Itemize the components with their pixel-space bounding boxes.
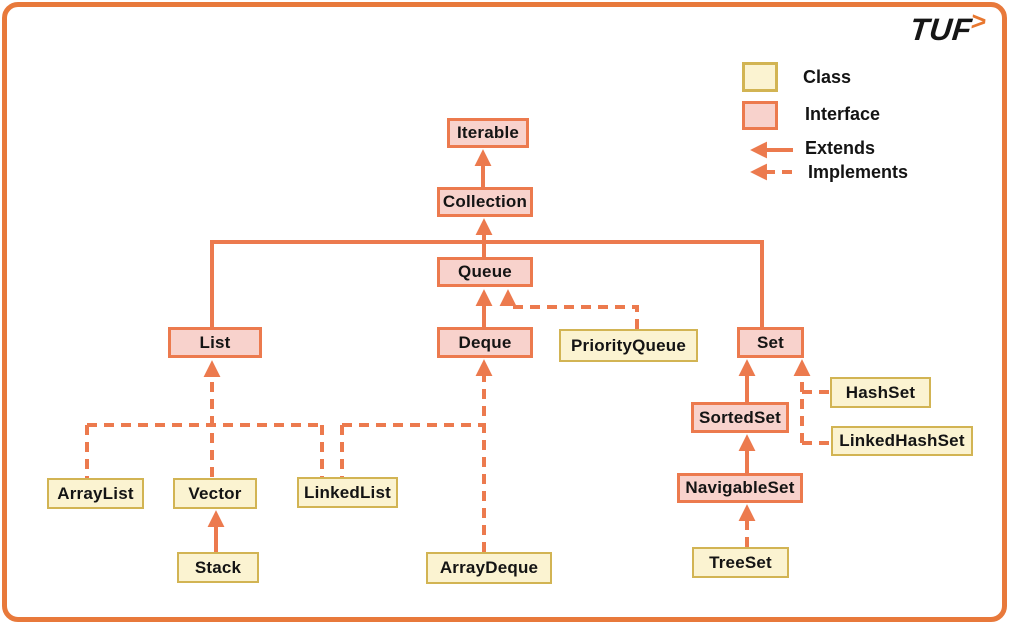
legend-interface-swatch	[742, 101, 778, 130]
node-deque-label: Deque	[458, 332, 512, 352]
node-linkedhashset-label: LinkedHashSet	[839, 431, 965, 450]
node-hashset-label: HashSet	[845, 382, 916, 402]
node-list-label: List	[199, 332, 231, 352]
node-linkedhashset: LinkedHashSet	[831, 426, 973, 456]
node-priorityqueue: PriorityQueue	[559, 329, 698, 362]
node-queue: Queue	[437, 257, 533, 287]
node-navigableset-label: NavigableSet	[685, 478, 795, 497]
node-vector-label: Vector	[188, 483, 242, 503]
node-iterable: Iterable	[447, 118, 529, 148]
node-treeset: TreeSet	[692, 547, 789, 578]
node-linkedlist: LinkedList	[297, 477, 398, 508]
node-stack: Stack	[177, 552, 259, 583]
legend-implements-label: Implements	[808, 162, 909, 182]
node-set-label: Set	[756, 332, 785, 352]
legend-class-swatch	[742, 62, 778, 92]
legend-interface-label: Interface	[805, 104, 881, 124]
node-set: Set	[737, 327, 804, 358]
node-sortedset-label: SortedSet	[698, 407, 782, 427]
node-priorityqueue-label: PriorityQueue	[570, 335, 687, 355]
node-treeset-label: TreeSet	[709, 552, 772, 572]
node-collection-label: Collection	[442, 192, 528, 211]
node-queue-label: Queue	[458, 262, 512, 281]
legend-class-label: Class	[803, 67, 852, 87]
node-list: List	[168, 327, 262, 358]
node-arraylist-label: ArrayList	[57, 483, 134, 503]
node-iterable-label: Iterable	[456, 123, 520, 142]
node-arraydeque-label: ArrayDeque	[439, 558, 539, 577]
node-arraydeque: ArrayDeque	[426, 552, 552, 584]
node-stack-label: Stack	[194, 557, 242, 577]
legend-extends-label: Extends	[805, 138, 876, 158]
node-sortedset: SortedSet	[691, 402, 789, 433]
node-arraylist: ArrayList	[47, 478, 144, 509]
tuf-logo-chevron-icon: >	[968, 6, 988, 36]
node-collection: Collection	[437, 187, 533, 217]
node-linkedlist-label: LinkedList	[303, 482, 391, 502]
tuf-logo-text: TUF	[907, 12, 974, 47]
node-vector: Vector	[173, 478, 257, 509]
node-deque: Deque	[437, 327, 533, 358]
node-navigableset: NavigableSet	[677, 473, 803, 503]
tuf-logo: TUF>	[907, 6, 988, 48]
node-hashset: HashSet	[830, 377, 931, 408]
